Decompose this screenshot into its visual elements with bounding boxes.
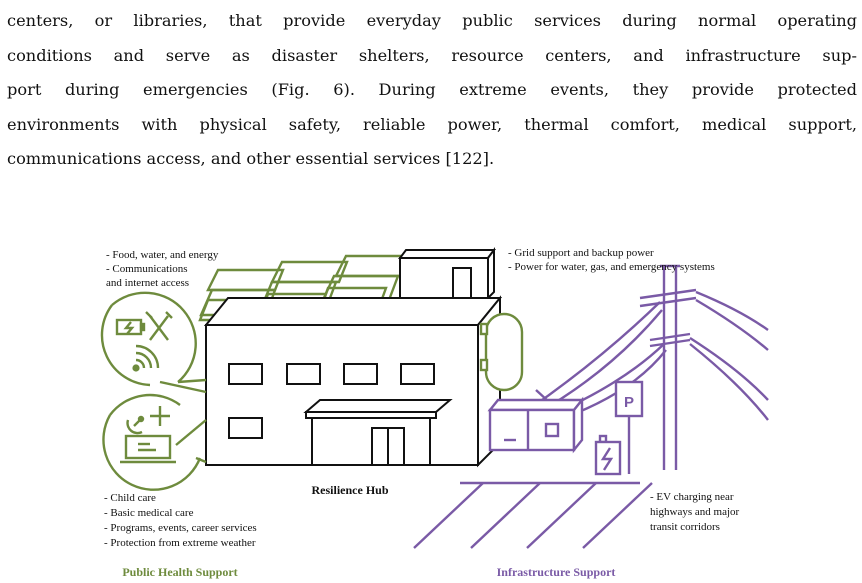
label-extreme-weather: - Protection from extreme weather [104,537,256,549]
public-health-circle [102,393,207,491]
utility-pole-icon [639,264,697,470]
parking-sign-icon: P [614,380,644,474]
paragraph-line-1: centers, or libraries, that provide ever… [7,11,857,30]
paragraph-line-3: port during emergencies (Fig. 6). During… [7,80,857,99]
label-transit-corridors: transit corridors [650,521,720,533]
label-basic-medical-care: - Basic medical care [104,507,194,519]
wifi-icon [132,344,160,372]
label-internet-access: and internet access [106,277,189,289]
battery-storage-icon [479,312,524,392]
energy-food-icon [115,311,173,341]
label-food-water-energy: - Food, water, and energy [106,249,219,261]
label-highways: highways and major [650,506,740,518]
body-paragraph: centers, or libraries, that provide ever… [7,4,857,177]
resilience-hub-label: Resilience Hub [312,483,389,497]
label-grid-support: - Grid support and backup power [508,247,654,259]
label-communications: - Communications [106,263,188,275]
bottom-right-labels: - EV charging near highways and major tr… [650,491,740,533]
caption-public-health-support: Public Health Support [122,565,237,579]
label-ev-charging: - EV charging near [650,491,734,503]
parking-lot-lines [413,481,653,549]
bottom-left-labels: - Child care - Basic medical care - Prog… [104,492,257,549]
resilience-hub-building [203,247,503,468]
top-left-labels: - Food, water, and energy - Communicatio… [106,249,219,289]
label-programs-events: - Programs, events, career services [104,522,257,534]
ev-charger-icon [594,434,622,476]
transformer-box-icon [487,396,585,454]
medical-laptop-icon [120,406,176,464]
label-power-systems: - Power for water, gas, and emergency sy… [508,261,715,273]
caption-infrastructure-support: Infrastructure Support [497,565,616,579]
parking-sign-letter: P [624,394,634,411]
label-child-care: - Child care [104,492,156,504]
communications-circle [100,291,207,394]
paragraph-line-4: environments with physical safety, relia… [7,114,857,134]
paragraph-line-5: communications access, and other essenti… [7,149,495,168]
top-right-labels: - Grid support and backup power - Power … [508,247,715,273]
paragraph-line-2: conditions and serve as disaster shelter… [7,45,857,65]
